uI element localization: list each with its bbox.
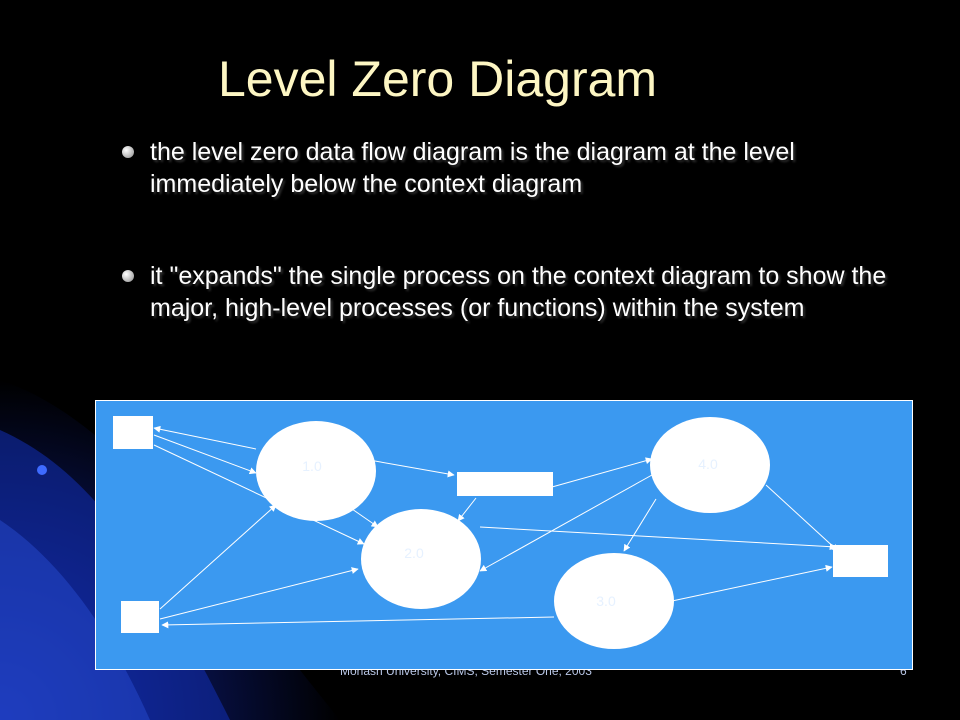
flow-arrow bbox=[153, 434, 257, 475]
flow-arrow bbox=[351, 508, 379, 528]
slide-title: Level Zero Diagram bbox=[218, 51, 658, 107]
flow-arrow bbox=[161, 616, 555, 629]
bullet-text: the level zero data flow diagram is the … bbox=[150, 138, 795, 198]
bullet-icon bbox=[122, 146, 134, 158]
bullet-item: it "expands" the single process on the c… bbox=[120, 260, 900, 324]
flow-arrow bbox=[623, 498, 657, 552]
bullet-text: it "expands" the single process on the c… bbox=[150, 262, 887, 322]
external-entity-bottom-left bbox=[121, 601, 159, 633]
external-entity-right bbox=[833, 545, 888, 577]
bullet-item: the level zero data flow diagram is the … bbox=[120, 136, 900, 200]
flow-arrow bbox=[479, 474, 653, 572]
page-number: 6 bbox=[900, 664, 907, 678]
flow-arrow bbox=[153, 444, 365, 545]
process-label: 2.0 bbox=[404, 545, 424, 561]
decorative-dot bbox=[37, 465, 47, 475]
process-1 bbox=[256, 421, 376, 521]
flow-arrow bbox=[159, 567, 359, 620]
flow-arrow bbox=[765, 484, 839, 552]
flow-arrow bbox=[159, 504, 277, 610]
process-label: 3.0 bbox=[596, 593, 616, 609]
flow-arrow bbox=[479, 526, 837, 551]
bullet-icon bbox=[122, 270, 134, 282]
process-4 bbox=[650, 417, 770, 513]
flow-arrow bbox=[457, 497, 477, 522]
process-label: 1.0 bbox=[302, 458, 322, 474]
dfd-diagram-panel: 1.0 2.0 3.0 4.0 bbox=[95, 400, 913, 670]
data-store bbox=[457, 472, 553, 496]
process-label: 4.0 bbox=[698, 456, 718, 472]
flow-arrow bbox=[551, 457, 653, 488]
flow-arrow bbox=[153, 425, 257, 450]
bullet-list: the level zero data flow diagram is the … bbox=[120, 136, 900, 324]
process-3 bbox=[554, 553, 674, 649]
dfd-diagram: 1.0 2.0 3.0 4.0 bbox=[113, 416, 888, 649]
process-2 bbox=[361, 509, 481, 609]
flow-arrow bbox=[671, 564, 833, 602]
external-entity-top-left bbox=[113, 416, 153, 449]
